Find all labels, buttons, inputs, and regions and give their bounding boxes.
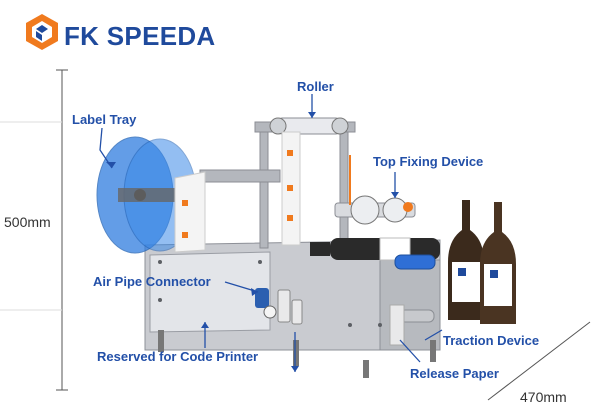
traction-device: [389, 254, 436, 346]
callout-release-paper: Release Paper: [410, 366, 499, 381]
width-dimension-label: 470mm: [520, 389, 567, 405]
air-pipe-connector: [255, 288, 303, 325]
callout-top-fixing-device: Top Fixing Device: [373, 154, 484, 169]
upright-assembly: [199, 121, 356, 249]
callout-roller: Roller: [297, 79, 334, 94]
height-dimension-label: 500mm: [4, 214, 51, 230]
brand-logo: [22, 12, 222, 58]
roller: [269, 117, 349, 135]
brand-logo-mark: [26, 14, 58, 50]
brand-name: FK SPEEDA: [64, 21, 216, 51]
callout-traction-device: Traction Device: [443, 333, 540, 348]
bottles-display: [448, 200, 516, 324]
callout-air-pipe-connector: Air Pipe Connector: [93, 274, 211, 289]
callout-label-tray: Label Tray: [72, 112, 137, 127]
machine-frame: [144, 239, 441, 378]
callout-reserved-code-printer: Reserved for Code Printer: [97, 349, 259, 364]
top-fixing-device: [334, 155, 416, 225]
height-dimension-line: [56, 69, 68, 391]
label-web: [174, 131, 301, 253]
width-dimension-line: [487, 321, 591, 401]
